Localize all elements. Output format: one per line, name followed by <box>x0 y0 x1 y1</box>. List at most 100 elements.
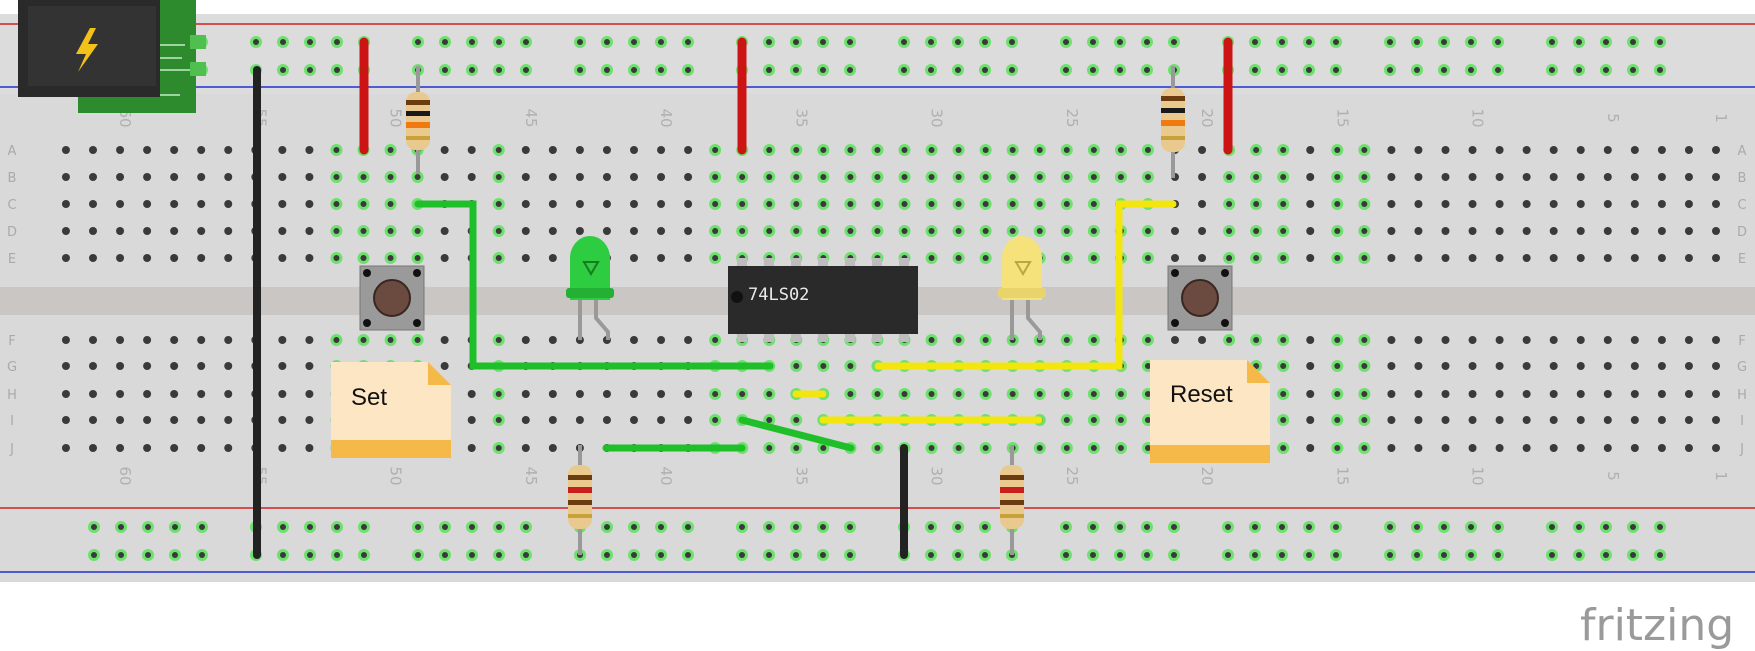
hole <box>1522 444 1531 452</box>
hole-center <box>982 391 989 397</box>
hole <box>170 146 179 154</box>
rail-hole-center <box>928 67 934 73</box>
hole <box>61 336 70 344</box>
rail-hole-center <box>334 67 340 73</box>
hole <box>305 416 314 424</box>
rail-hole-center <box>901 67 907 73</box>
hole-center <box>387 255 394 261</box>
column-number: 45 <box>522 108 540 127</box>
hole <box>1522 200 1531 208</box>
hole <box>1549 362 1558 370</box>
hole <box>602 173 611 181</box>
hole-center <box>360 201 367 207</box>
column-number: 1 <box>1712 113 1730 123</box>
hole-center <box>793 417 800 423</box>
row-letter: H <box>1737 388 1747 403</box>
hole <box>1657 173 1666 181</box>
rail-hole-center <box>1441 67 1447 73</box>
hole-center <box>739 391 746 397</box>
row-letter: D <box>7 225 17 240</box>
rail-hole-center <box>523 552 529 558</box>
hole-center <box>360 337 367 343</box>
hole <box>1630 200 1639 208</box>
hole <box>521 173 530 181</box>
green-wires <box>414 200 855 452</box>
chip-pin <box>899 258 909 268</box>
hole-center <box>1009 147 1016 153</box>
hole-center <box>1280 147 1287 153</box>
hole <box>143 173 152 181</box>
hole-center <box>360 255 367 261</box>
hole <box>548 146 557 154</box>
hole <box>575 227 584 235</box>
resistor-top-left <box>406 66 430 174</box>
hole <box>170 173 179 181</box>
hole <box>684 390 693 398</box>
rail-hole-center <box>280 524 286 530</box>
row-letter: E <box>1738 252 1746 267</box>
hole <box>1684 254 1693 262</box>
hole-center <box>495 201 502 207</box>
rail-hole-center <box>1576 552 1582 558</box>
hole <box>1414 146 1423 154</box>
column-number: 1 <box>1712 471 1730 481</box>
rail-hole-center <box>604 552 610 558</box>
hole-center <box>928 255 935 261</box>
rail-hole-center <box>631 67 637 73</box>
hole <box>305 390 314 398</box>
hole <box>521 200 530 208</box>
hole <box>1198 200 1207 208</box>
hole-center <box>847 391 854 397</box>
hole <box>305 444 314 452</box>
rail-hole-center <box>415 524 421 530</box>
hole <box>1414 173 1423 181</box>
column-number: 15 <box>1333 466 1351 485</box>
column-number: 50 <box>387 466 405 485</box>
chip-pin <box>791 258 801 268</box>
hole <box>1684 227 1693 235</box>
hole-center <box>928 201 935 207</box>
hole <box>1684 173 1693 181</box>
hole <box>116 336 125 344</box>
column-number: 35 <box>792 466 810 485</box>
hole <box>1414 200 1423 208</box>
row-letter: J <box>1739 442 1744 457</box>
pushbutton-reset[interactable] <box>1167 265 1233 331</box>
rail-hole-center <box>469 552 475 558</box>
hole <box>1495 390 1504 398</box>
hole <box>630 390 638 398</box>
hole-center <box>1280 417 1287 423</box>
hole <box>1198 173 1207 181</box>
chip-label: 74LS02 <box>748 285 809 305</box>
hole-center <box>1063 445 1070 451</box>
rail-hole-center <box>145 552 151 558</box>
hole <box>224 390 233 398</box>
hole-center <box>955 201 962 207</box>
rail-hole-center <box>1171 39 1177 45</box>
column-number: 25 <box>1063 108 1081 127</box>
column-number: 50 <box>387 108 405 127</box>
hole <box>278 336 287 344</box>
rail-hole-center <box>793 39 799 45</box>
hole <box>1306 362 1315 370</box>
hole-center <box>874 228 881 234</box>
hole-center <box>414 228 421 234</box>
row-letter: C <box>7 198 16 213</box>
column-number: 30 <box>928 108 946 127</box>
rail-hole-center <box>1414 39 1420 45</box>
rail-hole-center <box>523 67 529 73</box>
hole <box>602 200 611 208</box>
rail-hole-center <box>1441 39 1447 45</box>
rail-hole-center <box>631 524 637 530</box>
hole <box>548 227 557 235</box>
pushbutton-set[interactable] <box>359 265 425 331</box>
hole <box>440 336 449 344</box>
hole <box>548 416 557 424</box>
rail-hole-center <box>1252 524 1258 530</box>
hole-center <box>1063 201 1070 207</box>
hole <box>467 173 476 181</box>
rail-hole-center <box>739 524 745 530</box>
hole <box>467 146 476 154</box>
row-letter: C <box>1737 198 1746 213</box>
hole <box>305 227 314 235</box>
